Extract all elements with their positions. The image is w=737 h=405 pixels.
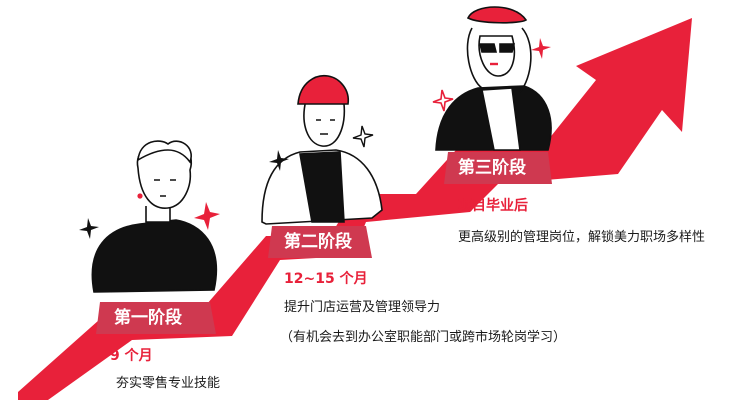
sparkle-icon (352, 125, 374, 148)
sparkle-icon (269, 150, 289, 171)
stage-3-duration: 项目毕业后 (458, 198, 528, 214)
stage-1-duration: 9 个月 (110, 348, 153, 364)
stage-3-label: 第三阶段 (458, 158, 526, 178)
sparkle-icon (432, 89, 454, 112)
character-stage-2 (261, 74, 383, 225)
stage-2-label: 第二阶段 (284, 232, 352, 252)
stage-1-label: 第一阶段 (114, 308, 182, 328)
stage-2-desc-line-1: 提升门店运营及管理领导力 (284, 300, 441, 315)
stage-2-duration: 12~15 个月 (284, 271, 368, 287)
sparkle-icon (194, 202, 220, 230)
stage-2-desc-line-2: （有机会去到办公室职能部门或跨市场轮岗学习） (280, 330, 567, 345)
stage-band-2 (268, 226, 372, 258)
sparkle-icon (531, 38, 551, 59)
stage-3-desc: 更高级别的管理岗位，解锁美力职场多样性 (458, 230, 706, 245)
sparkle-icon (79, 218, 99, 239)
stage-1-desc: 夯实零售专业技能 (116, 376, 221, 391)
character-stage-3 (435, 6, 552, 151)
stage-band-3 (444, 152, 552, 184)
stage-band-1 (96, 302, 216, 334)
character-stage-1 (91, 140, 218, 293)
